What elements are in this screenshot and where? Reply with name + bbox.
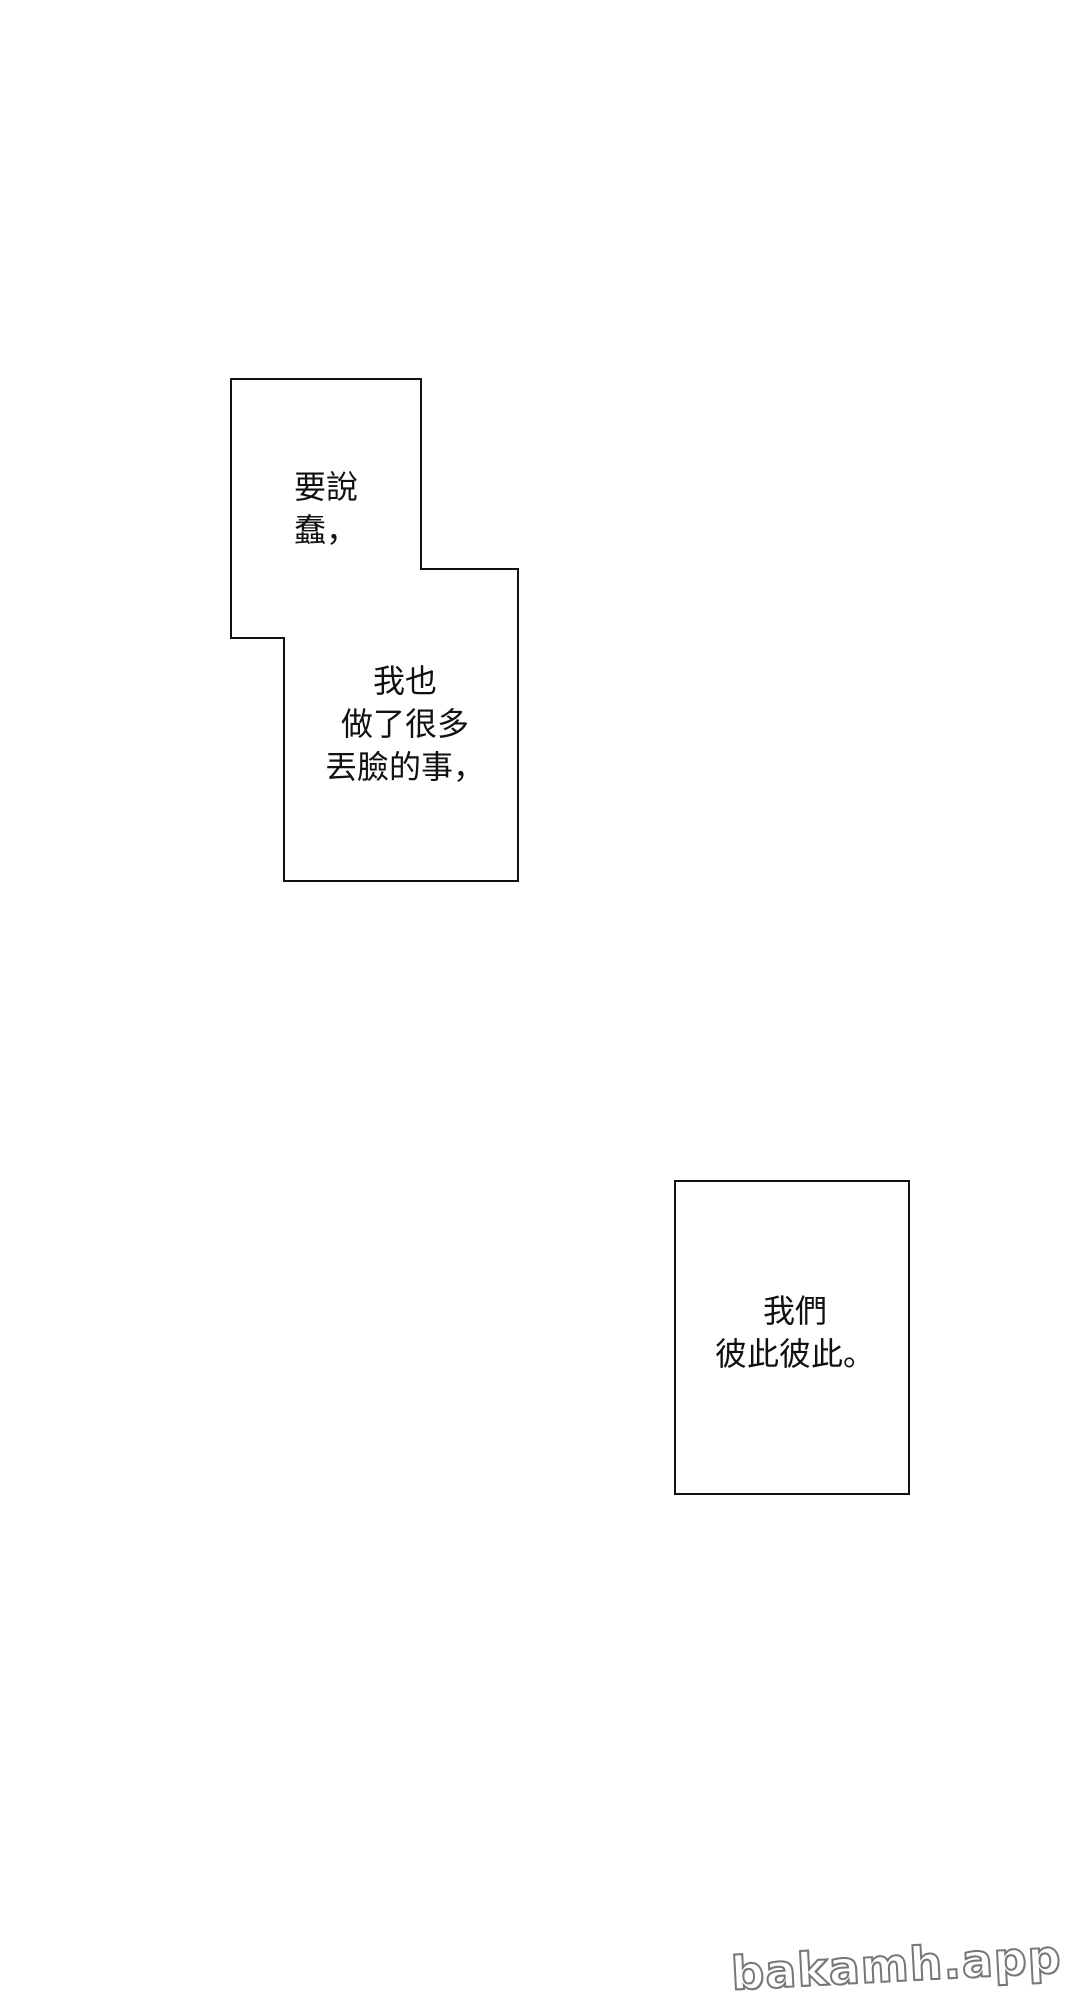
caption-text-third: 我們 彼此彼此。 [714, 1292, 875, 1373]
caption-text-first: 要說 蠢， [294, 468, 359, 549]
caption-text-second: 我也 做了很多 丟臉的事， [324, 662, 485, 786]
caption-box-third-outline [674, 1180, 910, 1495]
caption-box-combined-outline [230, 378, 519, 882]
